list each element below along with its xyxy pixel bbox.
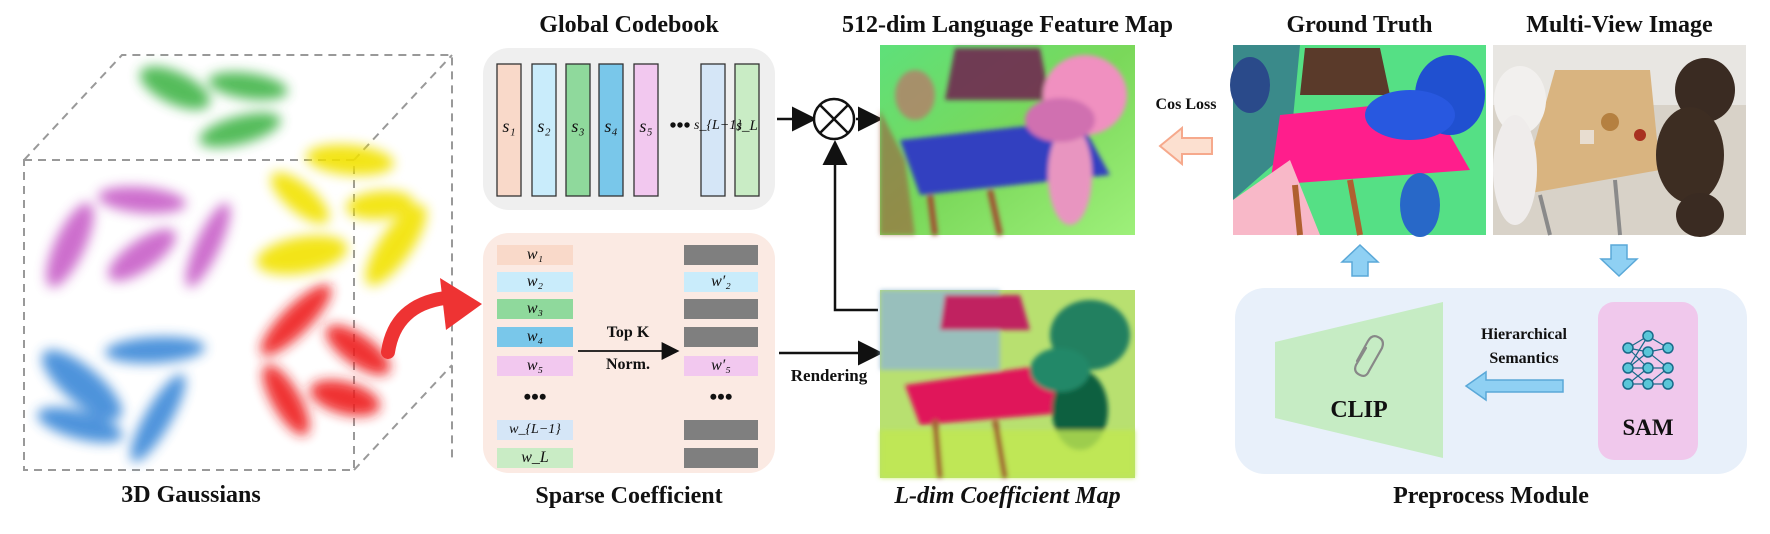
coef-map-title: L-dim Coefficient Map [894,483,1121,509]
gaussian-green [199,112,281,148]
gray-cell [684,448,758,468]
codebook-label: s₃ [571,116,585,136]
feature-map-title: 512-dim Language Feature Map [842,12,1173,38]
clip-label: CLIP [1330,397,1388,423]
weight-label: w_L [521,449,549,466]
ground-truth-title: Ground Truth [1286,12,1433,38]
codebook-bar [598,63,624,197]
weight-label: w₃ [526,300,544,317]
preprocess-label: Preprocess Module [1393,483,1589,509]
paperclip-icon [1354,335,1384,377]
gaussians-label: 3D Gaussians [121,482,261,508]
gaussian-yellow [346,190,414,220]
gray-cell [684,327,758,347]
gaussian-yellow [270,172,330,224]
codebook-bar [565,63,591,197]
selected-cell [684,272,758,292]
gray-cell [684,299,758,319]
selected-weight-label: w′₂ [711,273,731,290]
rendering-label: Rendering [790,366,868,385]
sparse-panel [483,233,775,473]
gaussian-green [139,66,211,110]
multiview-image [1493,45,1746,237]
codebook-bar [734,63,760,197]
up-arrow [1340,243,1380,277]
weight-ellipsis: ••• [523,384,547,409]
weight-cell [497,245,573,265]
multiply-node [819,104,849,134]
codebook-bar [700,63,726,197]
codebook-label: s₂ [537,116,551,136]
gaussian-magenta [98,186,186,214]
curved-red-arrow [381,278,482,359]
selected-cell [684,356,758,376]
gaussian-red [309,379,381,417]
selected-cells [684,245,758,468]
weight-cell [497,272,573,292]
cos-loss-label: Cos Loss [1155,96,1217,113]
gaussian-clusters [37,66,427,462]
codebook-label: s₅ [639,116,653,136]
gaussian-cube [23,54,453,471]
weight-label: w₁ [526,246,544,263]
selected-weight-label: w′₅ [711,357,731,374]
codebook-bars [496,63,760,197]
codebook-title: Global Codebook [539,12,719,38]
gaussian-red [262,364,310,436]
codebook-label: s_L [736,118,758,134]
gray-cell [684,245,758,265]
semantics-arrow [1464,370,1564,402]
codebook-label: s₁ [502,116,516,136]
gaussian-red [325,324,391,376]
topk-label: Top K [606,324,650,341]
weight-cell [497,420,573,440]
weight-label: w_{L−1} [509,422,561,437]
gaussian-green [208,71,288,101]
weight-cell [497,356,573,376]
weight-label: w₅ [526,357,544,374]
feature-map-image [880,45,1135,236]
selected-ellipsis: ••• [709,384,733,409]
gaussian-blue [130,374,186,462]
gaussian-magenta [108,228,176,282]
weight-cell [497,327,573,347]
gaussian-red [260,284,332,356]
codebook-label: s₄ [604,116,618,136]
gaussian-magenta [46,202,94,288]
semantics-label-2: Semantics [1489,350,1559,367]
weight-cells [497,245,573,468]
codebook-ellipsis: ••• [669,115,691,137]
codebook-bar [633,63,659,197]
weight-label: w₂ [526,273,544,290]
multiview-title: Multi-View Image [1526,12,1713,38]
down-arrow [1599,244,1639,278]
semantics-label-1: Hierarchical [1481,326,1567,343]
codebook-bar [531,63,557,197]
weight-label: w₄ [526,328,544,345]
gaussian-yellow [256,235,348,275]
gaussian-yellow [365,204,427,286]
clip-trapezoid [1275,302,1443,458]
sam-label: SAM [1622,415,1674,440]
neural-network-icon [1622,330,1674,390]
codebook-label: s_{L−1} [694,118,742,133]
codebook-bar [496,63,522,197]
ground-truth-image [1230,45,1486,237]
gray-cell [684,420,758,440]
norm-label: Norm. [606,356,650,373]
gaussian-blue [37,407,123,443]
gaussian-magenta [185,203,231,287]
connectors [777,106,883,366]
sparse-label: Sparse Coefficient [535,483,723,509]
gaussian-blue [41,350,123,420]
coefficient-map-image [880,290,1135,479]
gaussian-blue [105,336,205,364]
cos-loss-arrow [1158,125,1213,167]
weight-cell [497,299,573,319]
gaussian-yellow [306,144,394,176]
weight-cell [497,448,573,468]
